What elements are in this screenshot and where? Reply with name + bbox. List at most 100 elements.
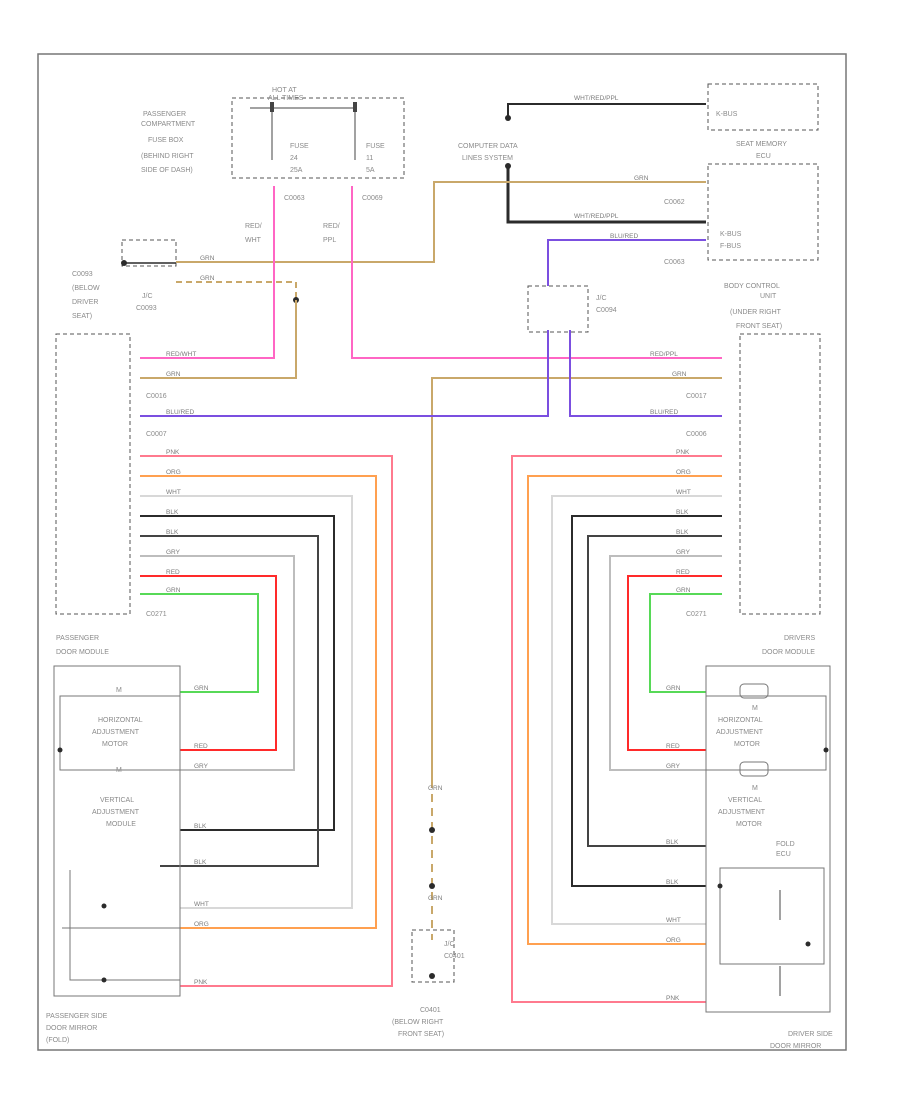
wire-label-blu-red-top: BLU/RED bbox=[610, 233, 638, 240]
hot-at-all-times-line2: ALL TIMES bbox=[268, 95, 304, 102]
driver-mirror-1: DRIVER SIDE bbox=[788, 1031, 833, 1038]
left-horiz-motor-2: ADJUSTMENT bbox=[92, 729, 140, 736]
right-m-bottom: M bbox=[752, 785, 758, 792]
bcu-connectors-box bbox=[739, 333, 821, 615]
jc-c0094-box bbox=[527, 285, 589, 333]
right-door-label-grn: GRN bbox=[666, 685, 681, 692]
connector-c0069-top: C0069 bbox=[362, 195, 383, 202]
right-label-grn: GRN bbox=[676, 587, 691, 594]
c0093-label-2: (BELOW bbox=[72, 285, 100, 292]
left-horiz-motor-1: HORIZONTAL bbox=[98, 717, 143, 724]
wire-label-blu-red-left: BLU/RED bbox=[166, 409, 194, 416]
right-horiz-motor-1: HORIZONTAL bbox=[718, 717, 763, 724]
right-motor-bottom-connector bbox=[739, 761, 769, 777]
drivers-door-module bbox=[705, 665, 831, 1013]
connector-c0062: C0062 bbox=[664, 199, 685, 206]
right-horizontal-motor bbox=[705, 695, 827, 771]
left-label-blk-2: BLK bbox=[166, 529, 179, 536]
left-m-top: M bbox=[116, 687, 122, 694]
wire-label-grn-vertical: GRN bbox=[428, 785, 443, 792]
left-door-label-blk-2: BLK bbox=[194, 859, 207, 866]
right-door-label-pnk: PNK bbox=[666, 995, 680, 1002]
right-door-label-red: RED bbox=[666, 743, 680, 750]
right-ecu-2: ECU bbox=[776, 851, 791, 858]
left-label-blk: BLK bbox=[166, 509, 179, 516]
seat-memory-kbus: K-BUS bbox=[716, 111, 738, 118]
wire-label-blu-red-right: BLU/RED bbox=[650, 409, 678, 416]
right-switch-block bbox=[719, 867, 825, 965]
c0401-label-2: (BELOW RIGHT bbox=[392, 1019, 444, 1026]
fuse-box-label-3: FUSE BOX bbox=[148, 137, 184, 144]
drivers-door-module-2: DOOR MODULE bbox=[762, 649, 815, 656]
right-wire-bundle bbox=[511, 455, 722, 1003]
connector-c0016: C0016 bbox=[146, 393, 167, 400]
jc-c0401-box bbox=[411, 929, 455, 983]
jc-c0093-box bbox=[121, 239, 177, 267]
fuse-11-line2: 11 bbox=[366, 155, 373, 162]
connector-c0007: C0007 bbox=[146, 431, 167, 438]
right-vert-motor-1: VERTICAL bbox=[728, 797, 762, 804]
drivers-door-module-1: DRIVERS bbox=[784, 635, 815, 642]
right-door-label-blk: BLK bbox=[666, 839, 679, 846]
seat-memory-ecu-line2: ECU bbox=[756, 153, 771, 160]
wire-blu-red bbox=[140, 330, 549, 417]
connector-c0006: C0006 bbox=[686, 431, 707, 438]
passenger-door-module bbox=[53, 665, 181, 997]
right-label-pnk: PNK bbox=[676, 449, 690, 456]
left-m-bottom: M bbox=[116, 767, 122, 774]
left-door-label-red: RED bbox=[194, 743, 208, 750]
fuse-box-label-4: (BEHIND RIGHT bbox=[141, 153, 194, 160]
passenger-door-module-2: DOOR MODULE bbox=[56, 649, 109, 656]
bcu-label-2: UNIT bbox=[760, 293, 777, 300]
bcu-label-1: BODY CONTROL bbox=[724, 283, 780, 290]
right-label-blk: BLK bbox=[676, 509, 689, 516]
connector-c0063-top: C0063 bbox=[284, 195, 305, 202]
computer-data-line2: LINES SYSTEM bbox=[462, 155, 513, 162]
connector-c0063-right: C0063 bbox=[664, 259, 685, 266]
left-door-label-org: ORG bbox=[194, 921, 209, 928]
wire-red-wht-1: RED/ bbox=[245, 223, 262, 230]
left-label-wht: WHT bbox=[166, 489, 181, 496]
left-door-label-pnk: PNK bbox=[194, 979, 208, 986]
jc-c0094-line1: J/C bbox=[596, 295, 607, 302]
right-door-label-org: ORG bbox=[666, 937, 681, 944]
wire-label-wht-red-ppl-kbus: WHT/RED/PPL bbox=[574, 213, 619, 220]
diagram-frame bbox=[37, 53, 847, 1051]
wire-label-grn-vertical-2: GRN bbox=[428, 895, 443, 902]
left-horizontal-motor bbox=[59, 695, 181, 771]
c0093-label-1: C0093 bbox=[72, 271, 93, 278]
right-door-label-gry: GRY bbox=[666, 763, 681, 770]
passenger-mirror-1: PASSENGER SIDE bbox=[46, 1013, 108, 1020]
right-horiz-motor-3: MOTOR bbox=[734, 741, 760, 748]
connector-c0271-left: C0271 bbox=[146, 611, 167, 618]
right-m-top: M bbox=[752, 705, 758, 712]
right-label-red: RED bbox=[676, 569, 690, 576]
left-vert-module-3: MODULE bbox=[106, 821, 136, 828]
seat-memory-ecu-line1: SEAT MEMORY bbox=[736, 141, 787, 148]
right-door-label-blk-2: BLK bbox=[666, 879, 679, 886]
jc-c0093-line1: J/C bbox=[142, 293, 153, 300]
left-label-grn: GRN bbox=[166, 587, 181, 594]
left-door-label-grn: GRN bbox=[194, 685, 209, 692]
left-horiz-motor-3: MOTOR bbox=[102, 741, 128, 748]
right-vert-motor-3: MOTOR bbox=[736, 821, 762, 828]
computer-data-line1: COMPUTER DATA bbox=[458, 143, 518, 150]
c0401-label-1: C0401 bbox=[420, 1007, 441, 1014]
right-door-label-wht: WHT bbox=[666, 917, 681, 924]
wire-label-grn-left: GRN bbox=[166, 371, 181, 378]
right-label-blk-2: BLK bbox=[676, 529, 689, 536]
wire-red-ppl-1: RED/ bbox=[323, 223, 340, 230]
fuse-24-line2: 24 bbox=[290, 155, 298, 162]
c0093-label-4: SEAT) bbox=[72, 313, 92, 320]
jc-c0401-line2: C0401 bbox=[444, 953, 465, 960]
fuse-box: HOT AT ALL TIMES PASSENGER COMPARTMENT F… bbox=[141, 87, 405, 179]
bcu-kbus: K-BUS bbox=[720, 231, 742, 238]
hot-at-all-times-line1: HOT AT bbox=[272, 87, 297, 94]
wire-label-wht-red-ppl-top: WHT/RED/PPL bbox=[574, 95, 619, 102]
driver-mirror-2: DOOR MIRROR bbox=[770, 1043, 821, 1050]
right-vert-motor-2: ADJUSTMENT bbox=[718, 809, 766, 816]
wire-label-red-ppl: RED/PPL bbox=[650, 351, 678, 358]
wire-tan-grn-dashed bbox=[176, 281, 297, 300]
wire-red-wht bbox=[140, 186, 275, 359]
